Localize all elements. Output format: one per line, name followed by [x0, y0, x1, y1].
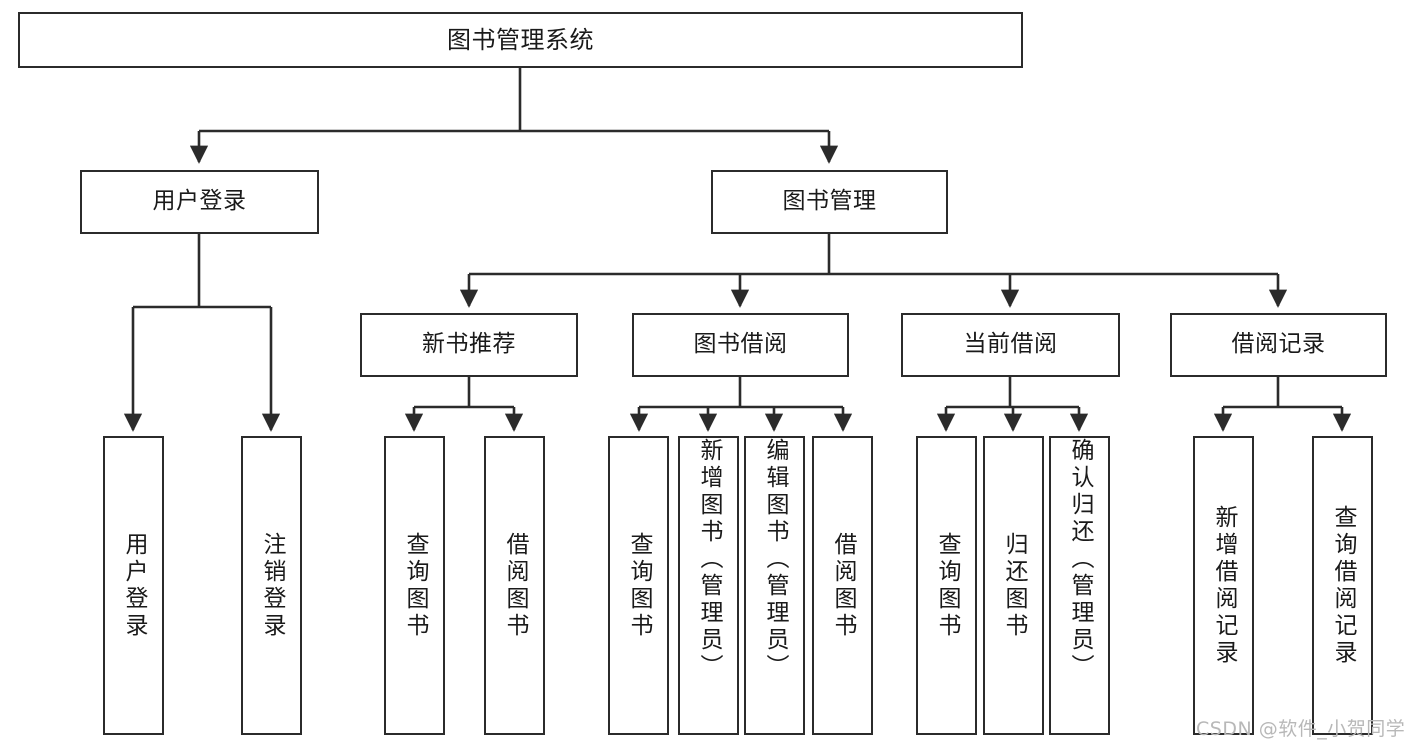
node-label: 查询图书	[934, 531, 960, 640]
node-label: 注销登录	[259, 531, 285, 640]
node-label: 查询图书	[402, 531, 428, 640]
leaf-borrow-add-book-admin[interactable]: 新增图书（管理员）	[678, 436, 739, 735]
leaf-current-query-book[interactable]: 查询图书	[916, 436, 977, 735]
node-book-borrow[interactable]: 图书借阅	[632, 313, 849, 377]
node-label: 新书推荐	[422, 331, 516, 358]
node-label: 图书管理系统	[447, 25, 594, 54]
node-borrow-records[interactable]: 借阅记录	[1170, 313, 1387, 377]
node-label: 借阅图书	[502, 531, 528, 640]
leaf-records-query-record[interactable]: 查询借阅记录	[1312, 436, 1373, 735]
node-book-management[interactable]: 图书管理	[711, 170, 948, 234]
node-label: 用户登录	[121, 531, 147, 640]
node-label: 新增借阅记录	[1211, 504, 1237, 667]
node-label: 编辑图书（管理员）	[762, 438, 788, 681]
leaf-current-return-book[interactable]: 归还图书	[983, 436, 1044, 735]
node-label: 新增图书（管理员）	[696, 438, 722, 681]
node-label: 查询借阅记录	[1330, 504, 1356, 667]
node-label: 借阅图书	[830, 531, 856, 640]
node-user-login[interactable]: 用户登录	[80, 170, 319, 234]
leaf-new-book-query[interactable]: 查询图书	[384, 436, 445, 735]
node-label: 确认归还（管理员）	[1067, 438, 1093, 681]
node-root-system[interactable]: 图书管理系统	[18, 12, 1023, 68]
node-label: 图书借阅	[693, 331, 788, 358]
leaf-new-book-borrow[interactable]: 借阅图书	[484, 436, 545, 735]
node-current-borrow[interactable]: 当前借阅	[901, 313, 1120, 377]
leaf-borrow-borrow-book[interactable]: 借阅图书	[812, 436, 873, 735]
node-label: 图书管理	[782, 188, 877, 215]
leaf-records-add-record[interactable]: 新增借阅记录	[1193, 436, 1254, 735]
csdn-watermark: CSDN @软件_小贺同学	[1196, 718, 1405, 740]
node-label: 当前借阅	[963, 331, 1058, 358]
node-new-book-recommend[interactable]: 新书推荐	[360, 313, 578, 377]
leaf-borrow-edit-book-admin[interactable]: 编辑图书（管理员）	[744, 436, 805, 735]
leaf-user-login-logout[interactable]: 注销登录	[241, 436, 302, 735]
node-label: 借阅记录	[1231, 331, 1326, 358]
node-label: 用户登录	[152, 188, 247, 215]
leaf-borrow-query-book[interactable]: 查询图书	[608, 436, 669, 735]
leaf-user-login-login[interactable]: 用户登录	[103, 436, 164, 735]
node-label: 查询图书	[626, 531, 652, 640]
leaf-current-confirm-return-admin[interactable]: 确认归还（管理员）	[1049, 436, 1110, 735]
node-label: 归还图书	[1001, 531, 1027, 640]
